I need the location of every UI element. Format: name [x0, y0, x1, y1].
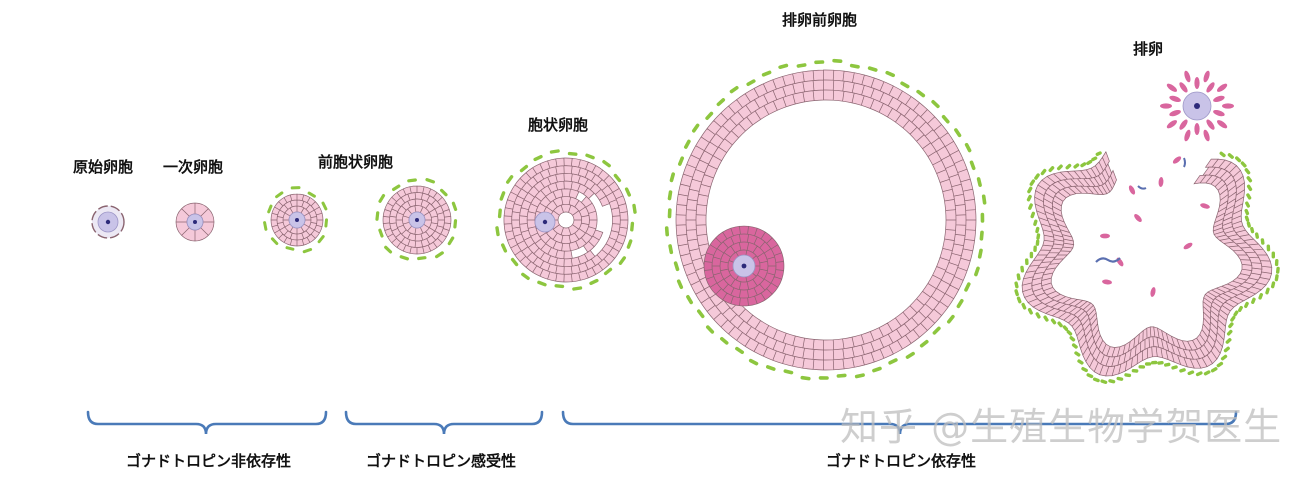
- oocyte-nucleus: [295, 218, 299, 222]
- label-antral-follicle: 胞状卵胞: [528, 116, 589, 134]
- corona-cell: [1213, 95, 1225, 102]
- antral-follicle: [495, 149, 637, 291]
- theca-cells: [1014, 151, 1280, 384]
- corona-cell: [1169, 95, 1181, 102]
- label-preovulatory-follicle: 排卵前卵胞: [782, 11, 858, 29]
- corona-cell: [1184, 70, 1191, 83]
- sperm-cell: [1137, 185, 1147, 190]
- corona-cell: [1203, 70, 1210, 83]
- granulosa-cells: [675, 69, 977, 371]
- watermark: 知乎 @生殖生物学贺医生: [840, 405, 1283, 449]
- oocyte-nucleus: [193, 220, 197, 224]
- primordial-follicle: [91, 205, 125, 239]
- label-primary-follicle: 一次卵胞: [163, 158, 224, 176]
- cumulus-cell: [1150, 287, 1156, 297]
- theca-cells: [664, 58, 987, 381]
- corona-cell: [1169, 110, 1181, 117]
- label-ovulation: 排卵: [1133, 40, 1164, 58]
- preovulatory-follicle: [664, 58, 987, 381]
- label-primordial-follicle: 原始卵胞: [73, 158, 134, 176]
- label-phase-independent: ゴナドトロピン非依存性: [126, 452, 292, 470]
- corona-cell: [1206, 119, 1215, 130]
- corona-cell: [1179, 119, 1188, 130]
- corona-cell: [1217, 83, 1228, 92]
- oocyte-nucleus: [415, 218, 419, 222]
- oocyte-nucleus: [542, 219, 548, 225]
- granulosa-cells: [175, 202, 215, 242]
- theca-cells: [495, 149, 637, 291]
- corona-cell: [1160, 103, 1172, 109]
- bracket-gonadotropin-responsive: [344, 410, 544, 435]
- sperm-cell: [1095, 257, 1121, 263]
- bracket-gonadotropin-independent: [86, 410, 328, 435]
- theca-cells: [375, 178, 458, 261]
- corona-cell: [1179, 82, 1188, 93]
- corona-cell: [1217, 120, 1228, 129]
- granulosa-cells: [503, 157, 629, 283]
- corona-cell: [1194, 77, 1200, 89]
- primary-follicle: [175, 202, 215, 242]
- ovulated-follicle: [1014, 151, 1280, 384]
- secondary-follicle-small: [263, 186, 328, 254]
- corona-cell: [1203, 129, 1210, 142]
- corona-cell: [1166, 120, 1177, 129]
- theca-cells: [263, 186, 328, 254]
- cumulus-cell: [1100, 233, 1110, 239]
- sperm-cell: [1183, 157, 1186, 168]
- corona-cell: [1194, 123, 1200, 135]
- corona-cell: [1184, 129, 1191, 142]
- label-preantral-follicle: 前胞状卵胞: [318, 153, 394, 171]
- label-phase-responsive: ゴナドトロピン感受性: [366, 452, 517, 470]
- corona-cell: [1166, 83, 1177, 92]
- phase-brackets: [86, 410, 1238, 435]
- preantral-follicle: [375, 178, 458, 261]
- cumulus-cell: [1134, 213, 1142, 223]
- cumulus-cell: [1183, 242, 1193, 250]
- cumulus-cell: [1200, 203, 1210, 209]
- oocyte-nucleus: [741, 263, 747, 269]
- cumulus-cell: [1172, 156, 1182, 164]
- granulosa-wall: [1021, 151, 1273, 377]
- cumulus-cell: [1102, 279, 1112, 285]
- granulosa-cells: [703, 225, 785, 307]
- granulosa-cells: [270, 193, 324, 247]
- label-phase-dependent: ゴナドトロピン依存性: [826, 452, 977, 470]
- granulosa-cells: [382, 185, 452, 255]
- released-oocyte: [1160, 70, 1234, 142]
- corona-cell: [1206, 82, 1215, 93]
- corona-cell: [1222, 103, 1234, 109]
- bracket-gonadotropin-dependent: [561, 410, 1238, 435]
- cumulus-cell: [1158, 177, 1164, 187]
- cumulus-cell: [1128, 185, 1136, 195]
- oocyte-nucleus: [105, 219, 111, 225]
- corona-cell: [1213, 110, 1225, 117]
- oocyte-nucleus: [1194, 103, 1200, 109]
